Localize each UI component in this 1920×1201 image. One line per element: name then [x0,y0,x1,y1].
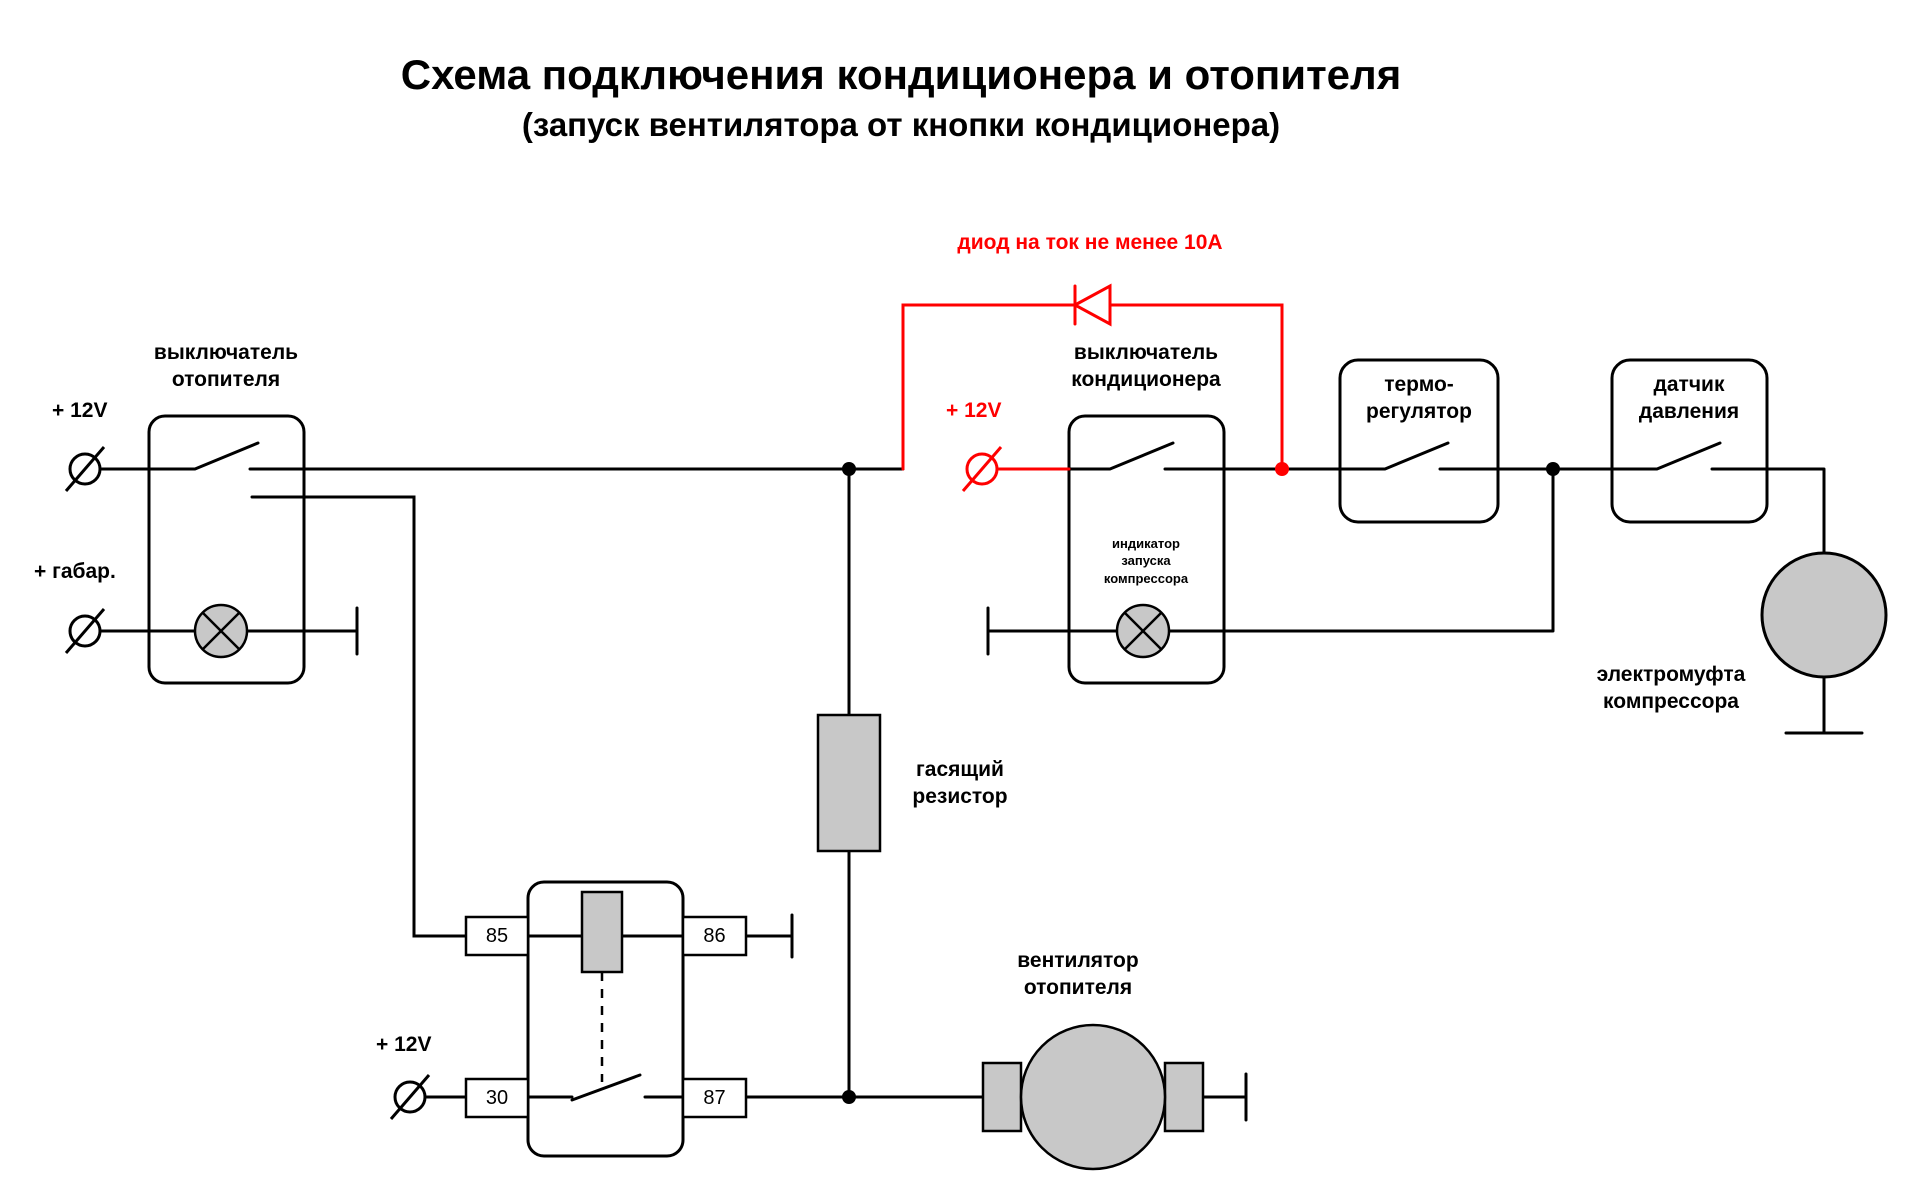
heater-lamp-icon [193,603,249,659]
wires-red [901,283,1284,471]
heater-switch-label: выключатель отопителя [153,341,299,391]
terminal-ac-12v-label: + 12V [946,399,1002,422]
page-subtitle: (запуск вентилятора от кнопки кондиционе… [521,106,1281,143]
terminal-heater-12v-icon [64,446,106,492]
thermo-switch-symbol [1338,441,1614,471]
ac-switch-box [1067,414,1226,685]
relay-pin-87-label: 87 [703,1087,726,1109]
relay-pin-boxes [464,915,748,1119]
junction-dot-main [842,462,856,476]
heater-switch-symbol [98,441,905,471]
ac-lamp-icon [1115,603,1171,659]
clutch-ground [1784,675,1864,735]
relay-pin-87-box [681,1077,748,1119]
relay-pin-85-label: 85 [485,925,509,947]
terminal-relay-12v-label: + 12V [376,1033,432,1056]
relay-coil [580,890,624,974]
component-boxes [147,358,1769,1158]
relay-contact-symbol [423,1073,685,1102]
wire-ac-indicator [986,467,1555,656]
compressor-clutch-label: электромуфта компрессора [1596,663,1746,713]
terminal-gabarit-icon [64,608,106,654]
heater-fan-label: вентилятор отопителя [1017,949,1139,999]
pressure-sensor-box [1610,358,1769,524]
relay-box [526,880,685,1158]
page-title: Схема подключения кондиционера и отопите… [400,51,1402,98]
relay-pin-86-box [681,915,748,957]
relay-pin-86-label: 86 [703,925,726,947]
junction-dot-red [1275,462,1289,476]
ac-indicator-label: индикатор запуска компрессора [1103,536,1189,586]
fan-brush-right [1163,1061,1205,1133]
thermo-regulator-box [1338,358,1500,524]
thermo-regulator-label: термо-регулятор [1366,373,1472,423]
heater-fan-motor [981,1023,1205,1171]
wire-fan-terminal [1201,1072,1248,1122]
wire-heater-to-relay85 [250,495,468,938]
wire-pin86-terminal [744,913,794,959]
ac-switch-symbol [1067,441,1342,471]
damping-resistor-body [816,713,882,853]
wires-black [98,441,1864,1122]
terminal-heater-12v-label: + 12V [52,399,108,422]
pressure-switch-symbol [1610,441,1826,555]
diode-note: диод на ток не менее 10А [957,231,1223,254]
junction-dot-fan [842,1090,856,1104]
junction-dot-thermo [1546,462,1560,476]
relay-pin-30-box [464,1077,530,1119]
terminal-ac-12v-icon [961,446,1003,492]
diode-icon [1071,283,1112,327]
terminals [64,446,1003,1120]
damping-resistor-label: гасящий резистор [912,758,1008,808]
wire-diode-bypass [901,303,1284,471]
wire-gabarit-lamp [98,606,359,656]
terminal-relay-12v-icon [389,1074,431,1120]
junction-dots [842,462,1560,1104]
relay-pin-85-box [464,915,530,957]
relay-pin-30-label: 30 [485,1087,509,1109]
terminal-gabarit-label: + габар. [34,560,116,583]
heater-switch-box [147,414,306,685]
fan-body [1019,1023,1167,1171]
fan-brush-left [981,1061,1023,1133]
ac-switch-label: выключатель кондиционера [1071,341,1221,391]
compressor-clutch-body [1760,551,1888,679]
pressure-sensor-label: датчик давления [1638,373,1740,423]
